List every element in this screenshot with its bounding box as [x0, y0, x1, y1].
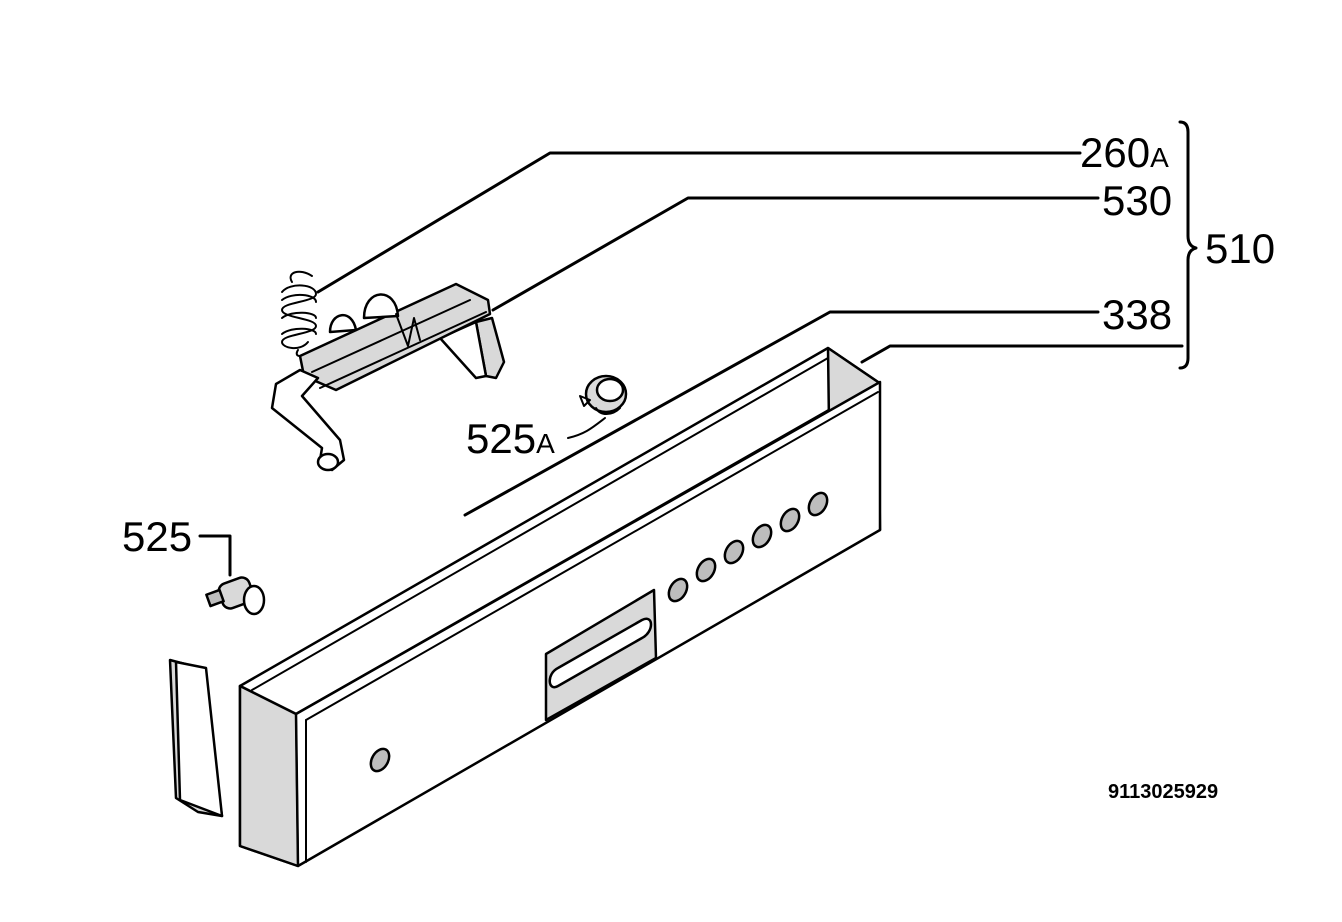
leader-line-338	[463, 310, 1100, 517]
leader-line-525a	[567, 417, 606, 439]
callout-260a-suffix: A	[1150, 142, 1169, 173]
callout-510: 510	[1205, 228, 1275, 270]
lamp-part-525	[205, 576, 266, 616]
lever-part-530	[270, 282, 506, 472]
spring-part-260a	[281, 270, 317, 358]
bracket-510	[1178, 120, 1198, 370]
callout-525a: 525A	[466, 418, 555, 460]
callout-338-number: 338	[1102, 291, 1173, 338]
callout-338: 338	[1102, 294, 1172, 336]
leader-line-510-group	[860, 344, 1184, 364]
callout-530: 530	[1102, 180, 1172, 222]
control-panel-part-338	[238, 346, 882, 868]
leader-line-525	[198, 534, 232, 577]
knob-part-525a	[579, 374, 628, 415]
leader-line-530	[491, 196, 1100, 312]
callout-525: 525	[122, 516, 192, 558]
callout-525-number: 525	[122, 513, 193, 560]
document-number: 9113025929	[1108, 781, 1219, 803]
callout-525a-number: 525	[466, 415, 537, 462]
end-cap-part	[168, 658, 224, 818]
callout-510-number: 510	[1205, 225, 1276, 272]
callout-260a: 260A	[1080, 132, 1169, 174]
callout-525a-suffix: A	[536, 428, 555, 459]
callout-260a-number: 260	[1080, 129, 1151, 176]
leader-line-260a	[316, 151, 1082, 294]
callout-530-number: 530	[1102, 177, 1173, 224]
